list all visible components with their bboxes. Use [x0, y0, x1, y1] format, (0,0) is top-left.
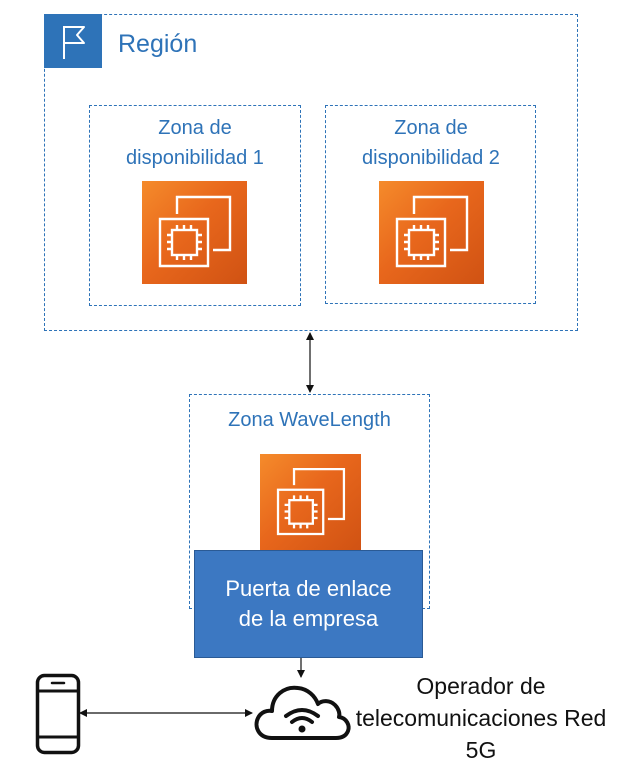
region-flag-box — [44, 14, 102, 68]
ec2-instance-icon — [379, 181, 484, 284]
availability-zone-2-label: Zona de disponibilidad 2 — [362, 117, 500, 169]
gateway-label: Puerta de enlace de la empresa — [225, 576, 392, 631]
region-container — [44, 14, 578, 331]
ec2-instance-icon — [142, 181, 247, 284]
availability-zone-1-label: Zona de disponibilidad 1 — [126, 117, 264, 169]
enterprise-gateway-box: Puerta de enlace de la empresa — [194, 550, 423, 658]
availability-zone-1 — [89, 105, 301, 306]
ec2-instance-icon — [260, 454, 361, 551]
flag-icon — [63, 26, 85, 59]
mobile-phone-icon — [35, 673, 81, 755]
cloud-wifi-icon — [250, 676, 354, 744]
region-label: Región — [118, 30, 198, 58]
wavelength-zone-label: Zona WaveLength — [228, 409, 391, 431]
availability-zone-2 — [325, 105, 536, 304]
carrier-label: Operador de telecomunicaciones Red 5G — [355, 673, 607, 763]
